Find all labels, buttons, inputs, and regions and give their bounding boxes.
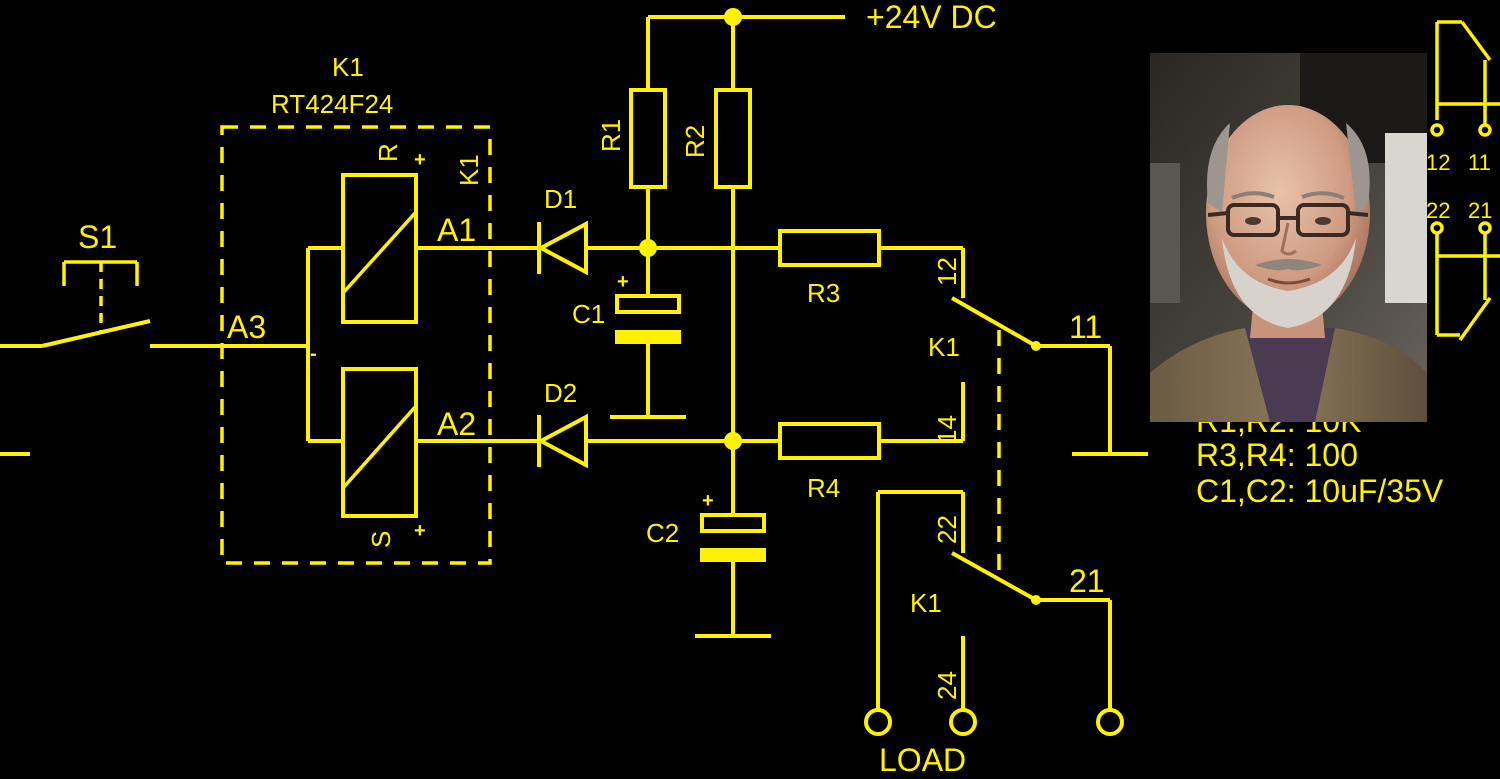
k1-lower-label: K1 — [910, 588, 942, 618]
capacitor-c2: + C2 — [646, 490, 771, 638]
switch-s1: S1 — [0, 219, 160, 456]
coil-s-plus: + — [414, 520, 426, 542]
a1-branch: A1 D1 — [416, 184, 780, 276]
pin-11-label: 11 — [1069, 309, 1102, 345]
k1-lower-contact: 22 24 21 K1 LOAD — [864, 490, 1124, 778]
r1-label: R1 — [596, 119, 626, 152]
coil-r-plus: + — [414, 149, 426, 171]
coil-r-label: R — [373, 143, 403, 162]
pin-22-label: 22 — [932, 515, 962, 544]
c2-label: C2 — [646, 518, 679, 548]
pin-24-label: 24 — [932, 671, 962, 700]
relay-k1-box: K1 RT424F24 K1 — [220, 52, 492, 565]
coil-s: S + — [341, 367, 426, 548]
side-21-label: 21 — [1468, 198, 1492, 223]
r2-label: R2 — [680, 125, 710, 158]
coil-r: R + — [341, 143, 426, 324]
c1-plus: + — [617, 271, 629, 293]
load-label: LOAD — [879, 742, 966, 778]
side-11-label: 11 — [1468, 150, 1491, 175]
relay-ref-label: K1 — [332, 52, 364, 82]
note-line-3: C1,C2: 10uF/35V — [1196, 473, 1444, 509]
a3-label: A3 — [227, 309, 266, 345]
note-line-2: R3,R4: 100 — [1196, 437, 1358, 473]
resistor-r1: R1 — [596, 88, 667, 248]
pin-12-label: 12 — [932, 257, 962, 286]
d2-label: D2 — [544, 378, 577, 408]
pin-14-label: 14 — [932, 415, 962, 444]
c1-label: C1 — [572, 299, 605, 329]
box-k1-label: K1 — [454, 154, 484, 186]
resistor-r4: R4 — [778, 382, 965, 503]
person-photo — [1150, 53, 1427, 422]
supply-label: +24V DC — [866, 0, 997, 35]
side-12-label: 12 — [1426, 150, 1450, 175]
c2-plus: + — [702, 490, 714, 512]
k1-upper-label: K1 — [928, 332, 960, 362]
capacitor-c1: + C1 — [572, 248, 686, 419]
coil-common-wiring: - A3 — [160, 246, 343, 443]
relay-part-label: RT424F24 — [271, 89, 393, 119]
a1-label: A1 — [437, 212, 476, 248]
r4-label: R4 — [807, 473, 840, 503]
r3-label: R3 — [807, 278, 840, 308]
k1-upper-contact: 12 14 11 K1 — [928, 257, 1148, 456]
coil-minus: - — [310, 343, 317, 365]
side-22-label: 22 — [1426, 198, 1450, 223]
a2-label: A2 — [437, 406, 476, 442]
relay-pinout-symbol: 12 11 22 21 — [1426, 20, 1500, 342]
d1-label: D1 — [544, 184, 577, 214]
pin-21-label: 21 — [1069, 563, 1105, 599]
supply-rail: +24V DC — [646, 0, 997, 90]
portrait-illustration — [1150, 53, 1427, 422]
resistor-r3: R3 — [778, 229, 965, 308]
s1-label: S1 — [78, 219, 117, 255]
coil-s-label: S — [366, 531, 396, 548]
resistor-r2: R2 — [680, 88, 752, 515]
a2-branch: A2 D2 — [416, 378, 780, 469]
